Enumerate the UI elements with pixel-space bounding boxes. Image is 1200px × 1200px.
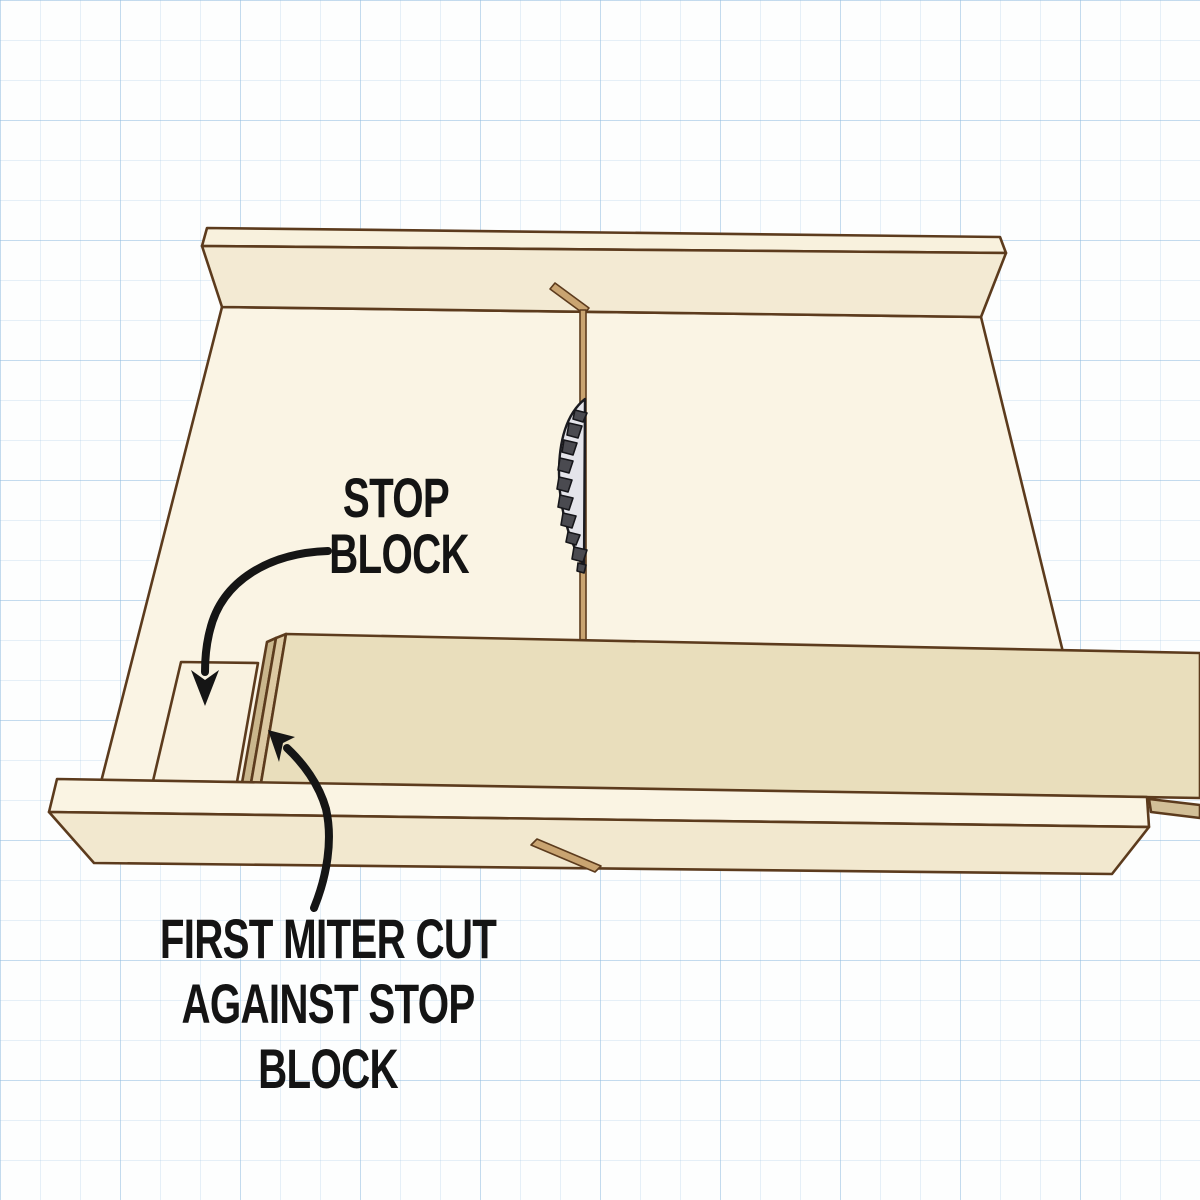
back-fence-kerf-slot — [549, 282, 590, 315]
miter-cut-label-line3: BLOCK — [258, 1039, 398, 1101]
back-fence-face — [200, 244, 1008, 319]
miter-cut-label-line1: FIRST MITER CUT — [160, 909, 497, 971]
stop-block-label-line2: BLOCK — [329, 524, 469, 586]
board-edge-right — [1147, 797, 1200, 820]
miter-cut-arrow — [268, 730, 333, 912]
stop-block-label-line1: STOP — [343, 468, 449, 530]
workpiece-board — [259, 632, 1200, 800]
front-fence-kerf-slot — [530, 838, 602, 873]
miter-cut-label-line2: AGAINST STOP — [182, 974, 475, 1036]
stop-block-arrow — [191, 547, 332, 706]
saw-blade-teeth — [556, 409, 588, 574]
